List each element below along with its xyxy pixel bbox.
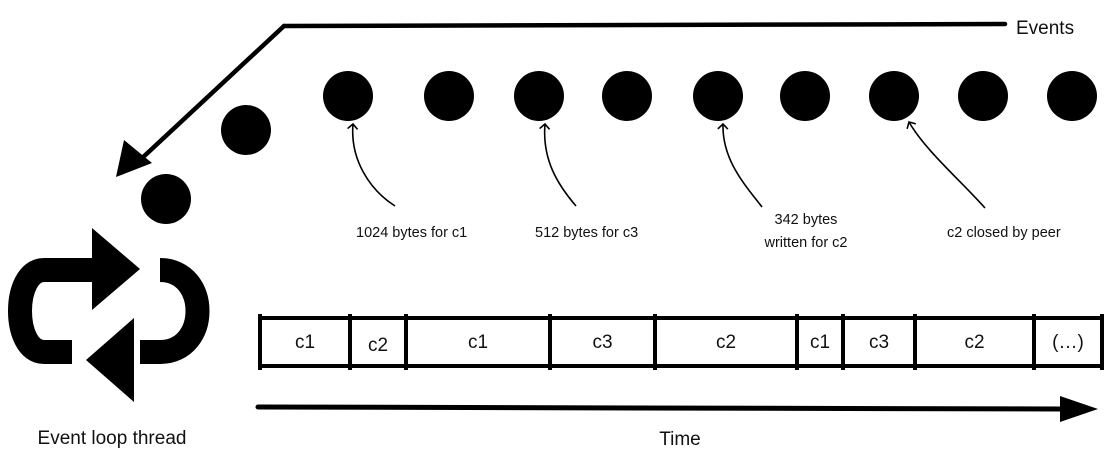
event-dot (514, 71, 564, 121)
event-dot (424, 71, 474, 121)
timeline-segment-label: c3 (869, 332, 889, 353)
pointer-arrow (906, 121, 986, 209)
time-arrowhead (1060, 396, 1098, 422)
annotation-label: 512 bytes for c3 (535, 225, 638, 241)
pointer-arrow (347, 122, 396, 207)
events-arrowhead (116, 140, 152, 177)
pointer-arrow (717, 122, 763, 208)
pointer-arrow (539, 122, 577, 207)
annotation-label: written for c2 (764, 235, 848, 251)
timeline-segment-label: c2 (716, 332, 736, 353)
annotation-label: 1024 bytes for c1 (356, 225, 467, 241)
annotation-label: 342 bytes (775, 212, 838, 228)
annotation-pointers (347, 121, 986, 209)
event-stream (141, 71, 1097, 224)
timeline-segment-label: (…) (1052, 332, 1084, 353)
loop-arrows-icon (8, 228, 210, 402)
event-dot (869, 71, 919, 121)
event-dot (780, 71, 830, 121)
timeline-strip: c1 c2 c1 c3 c2 c1 c3 c2 (…) (258, 314, 1104, 370)
timeline-segment-label: c1 (468, 332, 488, 353)
event-loop-label: Event loop thread (38, 428, 187, 449)
timeline-segment-label: c3 (592, 332, 612, 353)
events-arrow (116, 21, 1008, 177)
annotation-label: c2 closed by peer (947, 225, 1061, 241)
event-dot (323, 71, 373, 121)
event-dot (693, 71, 743, 121)
event-dot (141, 174, 191, 224)
timeline-segment-label: c2 (368, 335, 388, 356)
timeline-segment-label: c1 (810, 332, 830, 353)
event-dot (221, 105, 271, 155)
event-dot (602, 71, 652, 121)
time-label: Time (659, 429, 701, 450)
event-dot (958, 71, 1008, 121)
timeline-segment-label: c1 (295, 332, 315, 353)
time-arrow (255, 396, 1098, 422)
events-label: Events (1016, 18, 1074, 39)
timeline-segment-label: c2 (964, 332, 984, 353)
event-dot (1047, 71, 1097, 121)
